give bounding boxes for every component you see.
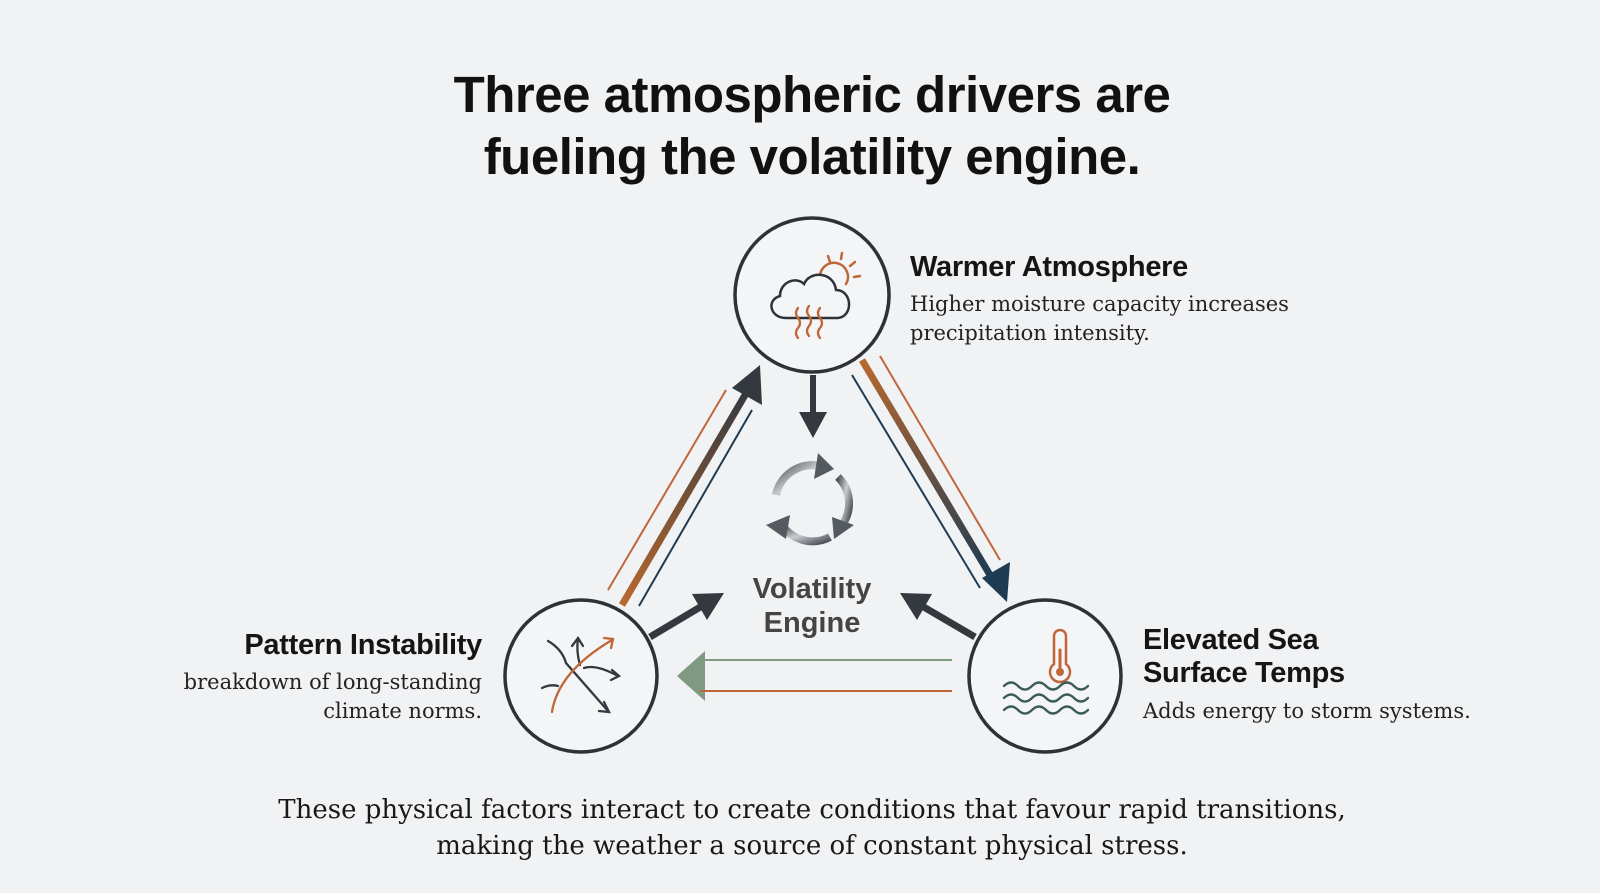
- node-pattern-instability: [503, 598, 659, 754]
- pattern-instability-desc: breakdown of long-standing climate norms…: [184, 668, 482, 726]
- warmer-atmosphere-title: Warmer Atmosphere: [910, 251, 1188, 283]
- edge-pattern-to-warmer: [607, 365, 762, 607]
- warmer-atmosphere-desc: Higher moisture capacity increases preci…: [910, 290, 1289, 348]
- pattern-instability-title: Pattern Instability: [244, 629, 482, 661]
- pattern-desc-line-1: breakdown of long-standing: [183, 670, 482, 694]
- cycle-arrows-icon: [766, 453, 854, 546]
- footer-line-1: These physical factors interact to creat…: [278, 795, 1346, 825]
- warmer-desc-line-1: Higher moisture capacity increases: [910, 292, 1289, 316]
- scattered-arrows-icon: [540, 635, 622, 714]
- edge-warmer-to-sea: [851, 355, 1010, 602]
- warmer-desc-line-2: precipitation intensity.: [910, 321, 1150, 345]
- center-label: Volatility Engine: [712, 572, 912, 640]
- footer-caption: These physical factors interact to creat…: [0, 792, 1600, 864]
- arrow-sea-to-engine: [900, 593, 977, 641]
- sea-title-line-2: Surface Temps: [1143, 657, 1345, 689]
- title-line-2: fueling the volatility engine.: [483, 128, 1141, 185]
- sea-temps-desc: Adds energy to storm systems.: [1143, 699, 1471, 723]
- title-line-1: Three atmospheric drivers are: [453, 66, 1171, 123]
- sea-temps-title: Elevated Sea Surface Temps: [1143, 624, 1345, 690]
- node-warmer-atmosphere: [733, 216, 891, 374]
- thermometer-waves-icon: [1002, 628, 1090, 715]
- center-label-line-1: Volatility: [752, 573, 872, 605]
- arrow-warmer-to-engine: [799, 375, 827, 438]
- arrow-pattern-to-engine: [648, 593, 724, 641]
- pattern-desc-line-2: climate norms.: [323, 699, 482, 723]
- edge-sea-to-pattern: [677, 651, 968, 701]
- page-title: Three atmospheric drivers are fueling th…: [0, 64, 1600, 188]
- center-label-line-2: Engine: [763, 607, 861, 639]
- footer-line-2: making the weather a source of constant …: [436, 831, 1188, 861]
- sea-title-line-1: Elevated Sea: [1143, 624, 1319, 656]
- node-elevated-sea-surface-temps: [967, 598, 1123, 754]
- cloud-sun-heat-icon: [770, 251, 862, 340]
